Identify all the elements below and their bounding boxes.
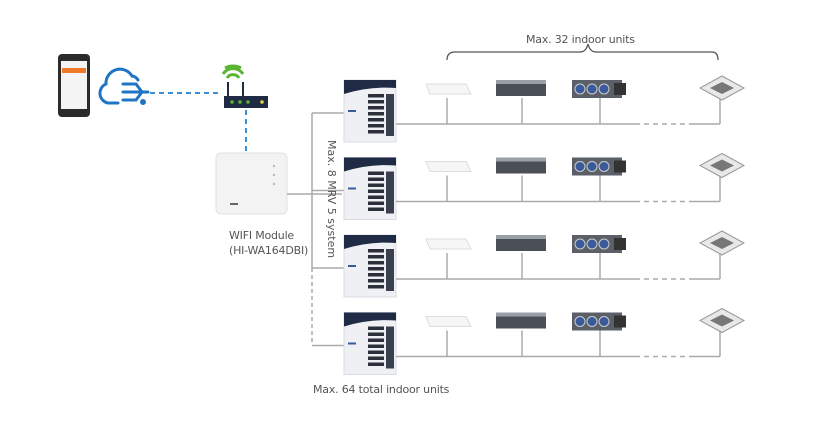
duct-unit-icon [496,235,546,251]
ceiling-unit-icon [425,316,472,327]
system-row [312,230,746,298]
cassette-unit-icon [698,152,746,179]
system-row [312,307,746,375]
ceiling-unit-icon [425,83,472,95]
max-indoor-label: Max. 32 indoor units [526,33,635,46]
cassette-unit-icon [698,230,746,256]
duct-unit-icon [496,80,546,96]
system-row [312,152,746,220]
high-static-duct-icon [572,80,626,98]
wifi-module-model: (HI-WA164DBI) [229,244,309,257]
indoor-units-brace [446,43,719,61]
outdoor-unit-icon [343,234,397,298]
system-row [312,75,746,143]
cassette-unit-icon [698,307,746,334]
high-static-duct-icon [572,157,626,176]
outdoor-unit-icon [343,312,397,375]
ceiling-unit-icon [425,238,472,250]
duct-unit-icon [496,312,546,329]
ceiling-unit-icon [425,161,472,172]
wifi-module-icon [215,152,288,215]
high-static-duct-icon [572,235,626,253]
high-static-duct-icon [572,312,626,331]
max-systems-label: Max. 8 MRV 5 system [325,140,338,259]
smartphone-icon [58,54,90,117]
outdoor-unit-icon [343,79,397,143]
duct-unit-icon [496,157,546,174]
wifi-router-icon [221,64,268,108]
cloud-icon [98,67,150,105]
outdoor-unit-icon [343,157,397,220]
wifi-module-label: WIFI Module [229,229,294,242]
cassette-unit-icon [698,75,746,101]
max-total-label: Max. 64 total indoor units [313,383,450,396]
